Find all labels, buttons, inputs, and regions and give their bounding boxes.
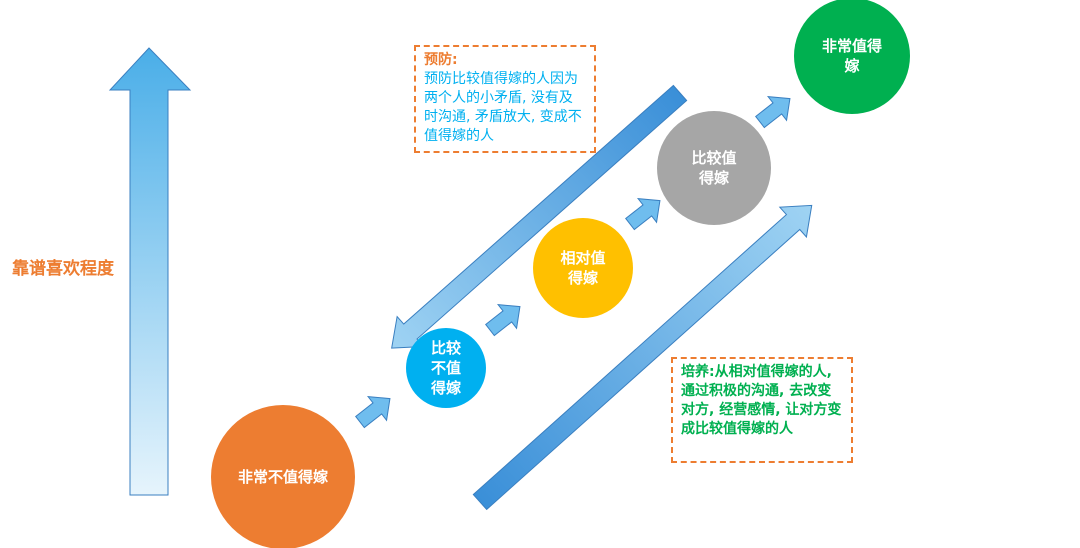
cultivate-arrow [472,204,813,511]
stage-very-worthy: 非常值得嫁 [794,0,910,114]
stage-label: 比较不值得嫁 [430,339,461,397]
stage-rather-unworthy: 比较不值得嫁 [406,328,486,408]
prevent-note: 预防: 预防比较值得嫁的人因为两个人的小矛盾, 没有及时沟通, 矛盾放大, 变成… [414,45,596,153]
cultivate-title: 培养: [681,364,715,380]
cultivate-note: 培养:从相对值得嫁的人, 通过积极的沟通, 去改变对方, 经营感情, 让对方变成… [671,357,853,463]
stage-rather-worthy: 比较值得嫁 [657,111,771,225]
stage-very-unworthy: 非常不值得嫁 [211,405,355,548]
stage-relatively-worthy: 相对值得嫁 [533,218,633,318]
vertical-up-arrow [108,47,192,496]
stage-label: 非常值得嫁 [821,37,882,75]
step-arrow-4 [754,96,791,129]
stage-label: 比较值得嫁 [691,149,737,187]
prevent-title: 预防: [424,52,458,68]
cultivate-text: 从相对值得嫁的人, 通过积极的沟通, 去改变对方, 经营感情, 让对方变成比较值… [681,364,842,437]
prevent-text: 预防比较值得嫁的人因为两个人的小矛盾, 没有及时沟通, 矛盾放大, 变成不值得嫁… [424,71,582,144]
y-axis-label: 靠谱喜欢程度 [12,259,114,279]
step-arrow-2 [484,304,521,337]
step-arrow-3 [624,198,661,231]
stage-label: 非常不值得嫁 [238,468,329,486]
step-arrow-1 [354,396,391,429]
stage-label: 相对值得嫁 [560,249,606,287]
